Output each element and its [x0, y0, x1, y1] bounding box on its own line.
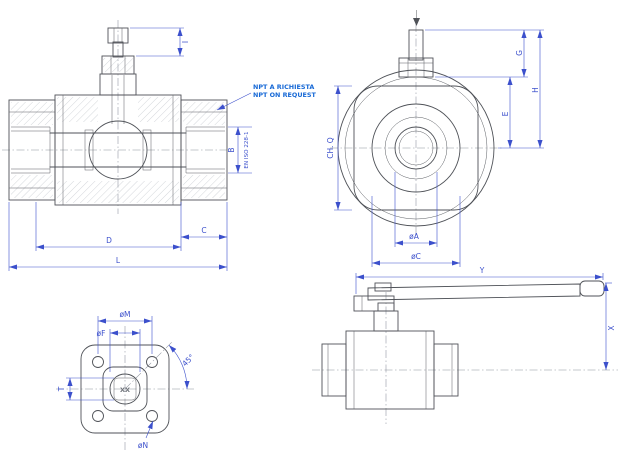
- end-view: G H E CH. Q øA øC: [326, 10, 544, 267]
- dimension-B: B EN ISO 228-1: [227, 126, 252, 174]
- dimension-dia-F: øF: [97, 329, 141, 372]
- dimension-dia-A: øA: [394, 172, 438, 247]
- section-hatching: [11, 58, 225, 203]
- dimension-45-deg: 45°: [168, 344, 196, 390]
- dim-label-dia-n: øN: [138, 441, 148, 450]
- dim-label-dia-f: øF: [97, 329, 106, 338]
- dimension-dia-C: øC: [371, 196, 461, 267]
- dimension-X: X: [603, 282, 616, 370]
- diagonal-centerline: [124, 340, 174, 390]
- dim-label-d: D: [106, 236, 112, 245]
- dimension-CH-Q: CH. Q: [326, 85, 352, 211]
- right-end-cap: [180, 99, 228, 201]
- dim-label-i: I: [181, 41, 190, 43]
- dim-label-c: C: [201, 226, 206, 235]
- dimension-T: T: [57, 377, 114, 401]
- npt-note-line1: NPT A RICHIESTA: [253, 83, 314, 91]
- dim-label-l: L: [116, 256, 121, 265]
- dim-label-dia-c: øC: [411, 252, 421, 261]
- dimension-G-H-E: G H E: [425, 29, 544, 149]
- ball-and-bore: [49, 75, 187, 180]
- dim-label-h: H: [531, 87, 540, 93]
- dim-label-b-standard: EN ISO 228-1: [244, 131, 250, 169]
- dimension-D: D: [35, 202, 181, 251]
- dimension-dia-N: øN: [138, 420, 154, 450]
- dim-label-dia-a: øA: [409, 232, 420, 241]
- stem-top-arrow: [413, 10, 420, 26]
- flange-view: XX øM øF 45° T øN: [56, 310, 196, 452]
- dim-label-ch-q: CH. Q: [326, 137, 335, 159]
- size-mark-label: XX: [120, 386, 130, 394]
- dimension-C: C: [180, 202, 228, 271]
- dim-label-g: G: [515, 50, 524, 56]
- stem-assembly: [398, 29, 434, 78]
- npt-note-line2: NPT ON REQUEST: [253, 91, 316, 99]
- stem-assembly: [99, 27, 137, 96]
- front-section-view: I NPT A RICHIESTA NPT ON REQUEST B EN IS…: [2, 20, 316, 271]
- dimension-I: I: [130, 27, 190, 57]
- handle-lever: [353, 280, 605, 312]
- dim-label-y: Y: [479, 266, 485, 275]
- dim-label-x: X: [607, 325, 616, 330]
- dimension-Y: Y: [355, 266, 604, 294]
- npt-note: NPT A RICHIESTA NPT ON REQUEST: [216, 83, 316, 111]
- dim-label-e: E: [501, 111, 510, 116]
- handle-side-view: Y X: [312, 266, 618, 424]
- dimension-dia-M: øM: [97, 310, 153, 354]
- dim-label-b: B: [227, 147, 236, 152]
- dim-label-dia-m: øM: [119, 310, 130, 319]
- dimension-L: L: [8, 202, 227, 271]
- flange-plate: XX: [80, 344, 170, 434]
- dim-label-t: T: [57, 386, 66, 392]
